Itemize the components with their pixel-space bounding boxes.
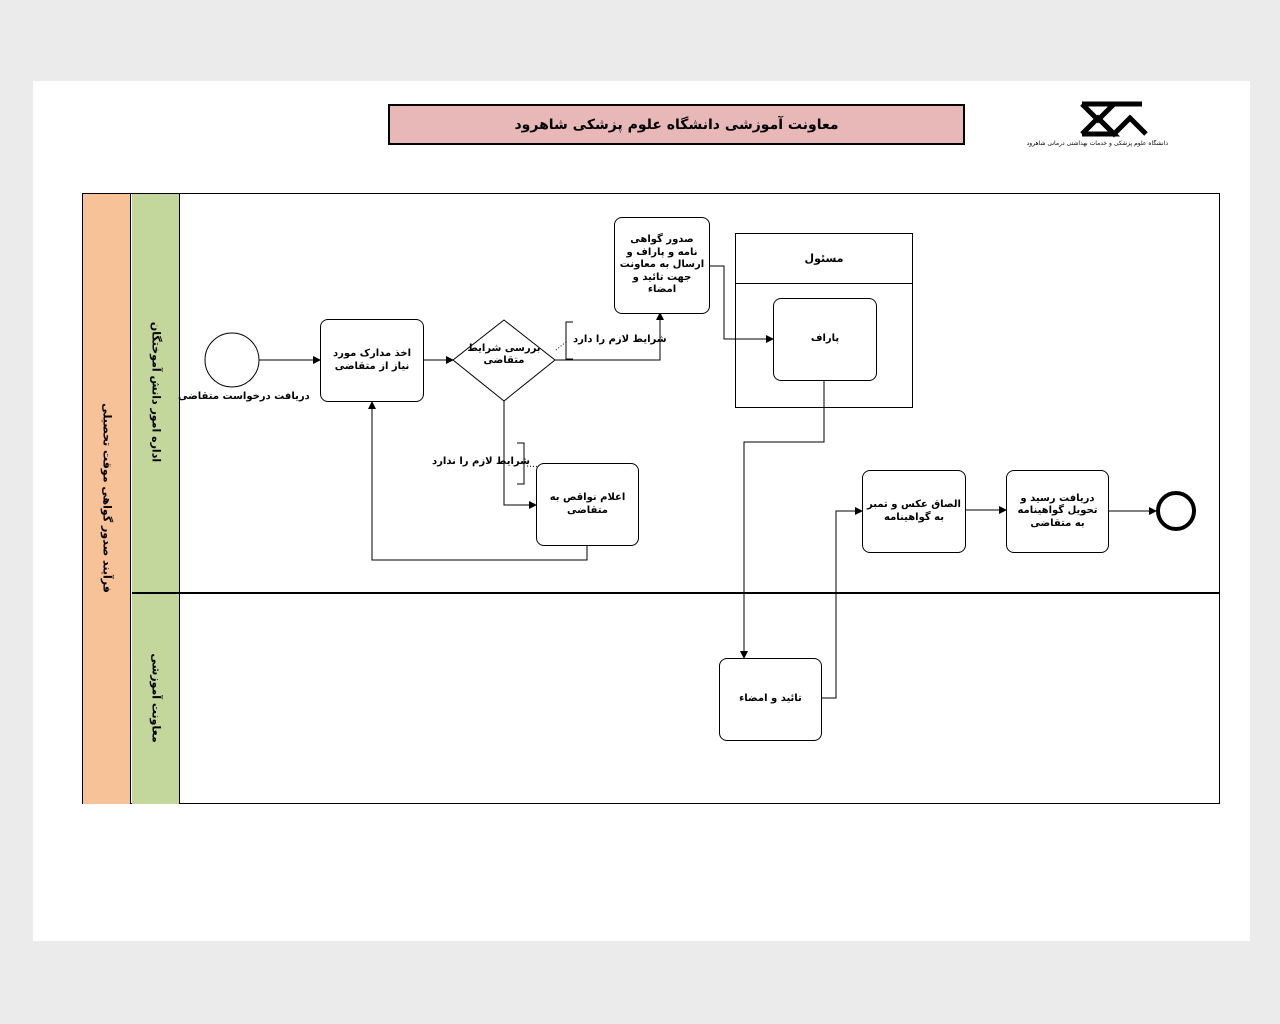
flow-issue-to-paraf bbox=[709, 265, 774, 343]
end-event bbox=[1156, 491, 1196, 531]
paraf-task: پاراف bbox=[773, 298, 877, 381]
logo-caption: دانشگاه علوم پزشکی و خدمات بهداشتی درمان… bbox=[1026, 140, 1168, 147]
attach-photo-task: الصاق عکس و تمبر به گواهینامه bbox=[862, 470, 966, 553]
start-event-label: دریافت درخواست متقاضی bbox=[178, 391, 310, 402]
page-title: معاونت آموزشی دانشگاه علوم پزشکی شاهرود bbox=[388, 104, 965, 145]
flow-gateway-to-defects bbox=[503, 401, 537, 509]
annotation-eligible: شرایط لازم را دارد bbox=[573, 334, 667, 345]
flow-paraf-to-approve bbox=[740, 380, 825, 659]
lane-divider bbox=[132, 592, 1220, 594]
deliver-certificate-task: دریافت رسید و تحویل گواهینامه به متقاضی bbox=[1006, 470, 1109, 553]
annotation-bracket-not-eligible bbox=[517, 442, 525, 485]
lane-header-education-deputy bbox=[132, 594, 180, 804]
annotation-not-eligible: شرایط لازم را ندارد bbox=[432, 456, 530, 467]
issue-certificate-task: صدور گواهی نامه و پاراف و ارسال به معاون… bbox=[614, 217, 710, 314]
flow-defects-to-collect bbox=[368, 401, 588, 561]
check-conditions-label: بررسی شرایط متقاضی bbox=[467, 343, 541, 366]
pool-header bbox=[83, 194, 131, 804]
flow-gateway-to-issue bbox=[555, 312, 664, 361]
process-pool bbox=[82, 193, 1220, 804]
flow-approve-to-attach bbox=[821, 507, 863, 699]
lane-header-graduates bbox=[132, 194, 180, 592]
announce-defects-task: اعلام نواقص به متقاضی bbox=[536, 463, 639, 546]
annotation-link-eligible bbox=[555, 341, 567, 351]
approve-sign-task: تائید و امضاء bbox=[719, 658, 822, 741]
annotation-bracket-eligible bbox=[565, 321, 573, 360]
collect-documents-task: اخذ مدارک مورد نیاز از متقاضی bbox=[320, 319, 424, 402]
university-logo bbox=[1080, 101, 1148, 138]
responsible-group bbox=[735, 233, 913, 408]
responsible-group-title: مسئول bbox=[736, 234, 912, 284]
start-event bbox=[204, 332, 260, 388]
